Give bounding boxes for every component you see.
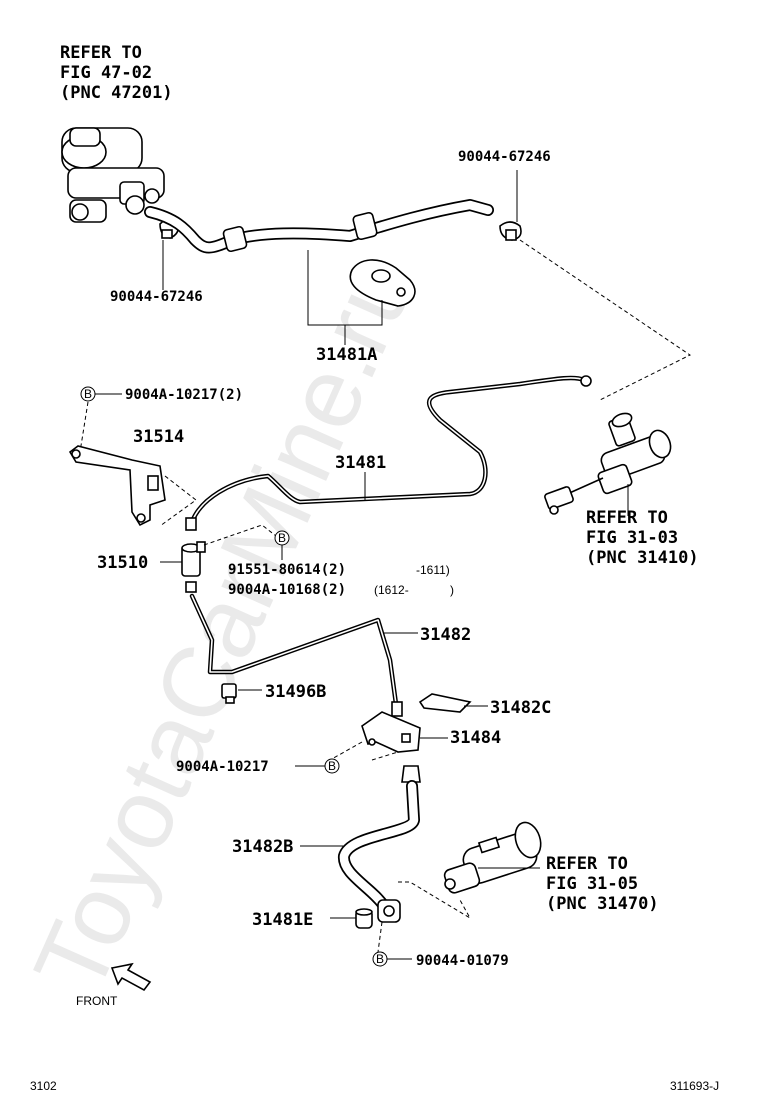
label-clamp-left: 90044-67246 — [110, 289, 203, 305]
svg-text:B: B — [278, 531, 286, 545]
label-31482B: 31482B — [232, 837, 293, 857]
brake-master-cylinder — [61, 127, 165, 223]
label-date-1612: (1612- — [374, 583, 409, 597]
bracket-31484 — [361, 711, 421, 753]
ref-master-line1: REFER TO — [60, 43, 142, 63]
label-31481: 31481 — [335, 453, 386, 473]
bracket-31514 — [68, 445, 166, 527]
label-31510: 31510 — [97, 553, 148, 573]
label-31484: 31484 — [450, 728, 501, 748]
label-bolt-9004A-10168: 9004A-10168(2) — [228, 582, 346, 598]
reservoir-hose — [144, 199, 494, 254]
clutch-hose-31482B — [338, 765, 421, 923]
grommet-31481E — [355, 908, 373, 929]
clip-31496B — [221, 683, 237, 704]
footer-right: 311693-J — [670, 1079, 719, 1093]
clutch-release-cylinder — [443, 821, 542, 894]
label-31514: 31514 — [133, 427, 184, 447]
svg-text:B: B — [84, 387, 92, 401]
ref-clutch-line1: REFER TO — [586, 508, 668, 528]
b-marker-top: B — [80, 386, 96, 402]
ref-release-line3: (PNC 31470) — [546, 894, 659, 914]
label-31482C: 31482C — [490, 698, 551, 718]
ref-clutch-line2: FIG 31-03 — [586, 528, 678, 548]
label-clamp-top-right: 90044-67246 — [458, 149, 551, 165]
clip-31482C — [418, 693, 472, 713]
b-marker-lower: B — [324, 758, 340, 774]
label-bolt-91551: 91551-80614(2) — [228, 562, 346, 578]
ref-release-line1: REFER TO — [546, 854, 628, 874]
label-31482: 31482 — [420, 625, 471, 645]
svg-text:B: B — [328, 759, 336, 773]
label-date-1611: -1611) — [416, 563, 450, 577]
union-31510 — [181, 541, 206, 593]
label-date-close: ) — [450, 583, 454, 597]
b-marker-mid: B — [274, 530, 290, 546]
clutch-master-cylinder — [544, 412, 672, 515]
clutch-tube-31481 — [185, 375, 592, 531]
b-marker-bottom: B — [372, 951, 388, 967]
svg-text:B: B — [376, 952, 384, 966]
hose-clamp-right — [499, 221, 522, 241]
ref-clutch-line3: (PNC 31410) — [586, 548, 699, 568]
footer-left: 3102 — [30, 1079, 57, 1093]
label-bolt-90044-01079: 90044-01079 — [416, 953, 509, 969]
ref-release-line2: FIG 31-05 — [546, 874, 638, 894]
clutch-tube-31482 — [189, 593, 403, 717]
front-label: FRONT — [76, 994, 118, 1008]
label-31481A: 31481A — [316, 345, 377, 365]
label-bolt-bracket: 9004A-10217(2) — [125, 387, 243, 403]
label-bolt-lower: 9004A-10217 — [176, 759, 269, 775]
ref-master-line3: (PNC 47201) — [60, 83, 173, 103]
label-31481E: 31481E — [252, 910, 313, 930]
hose-grommet — [349, 259, 416, 307]
label-31496B: 31496B — [265, 682, 326, 702]
ref-master-line2: FIG 47-02 — [60, 63, 152, 83]
front-arrow-icon — [110, 962, 152, 992]
